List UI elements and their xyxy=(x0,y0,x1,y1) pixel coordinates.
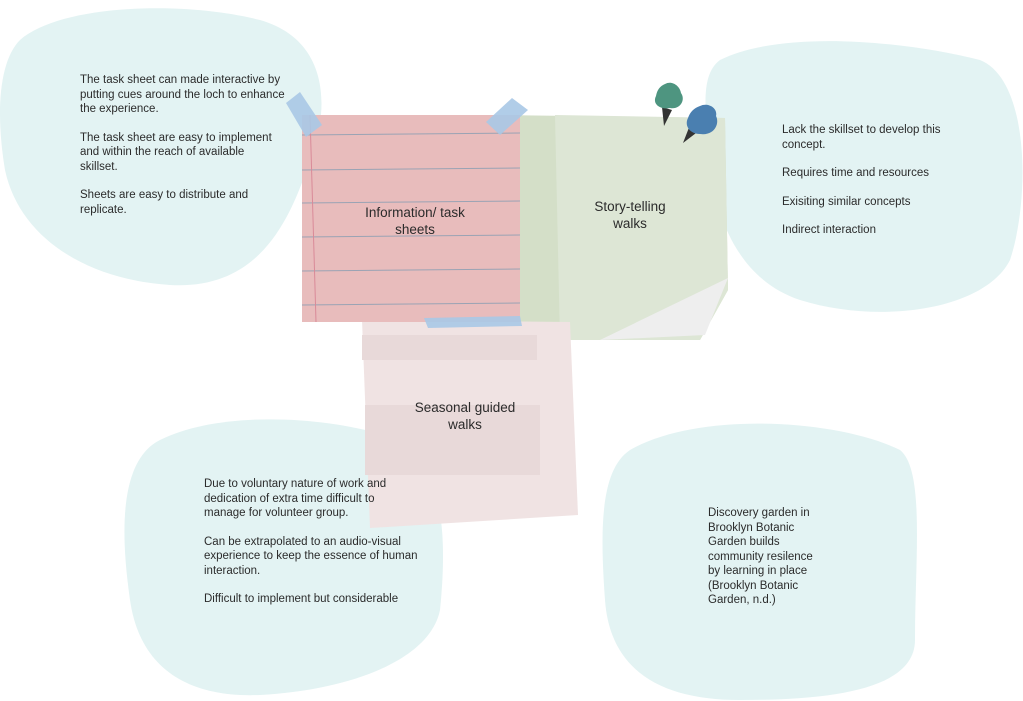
comment: Indirect interaction xyxy=(782,224,876,236)
comment: The task sheet are easy to implement and… xyxy=(80,131,272,173)
pin-blue-icon xyxy=(683,104,718,143)
tape-icon xyxy=(286,92,528,328)
note-seasonal[interactable] xyxy=(362,320,578,528)
blob-bottom-right-text: Discovery garden in Brooklyn Botanic Gar… xyxy=(708,506,828,622)
pin-green-icon xyxy=(654,82,683,126)
blob-bottom-left xyxy=(124,419,444,696)
blob-top-left-text: The task sheet can made interactive by p… xyxy=(80,73,285,231)
note-story-title: Story-telling walks xyxy=(594,199,666,231)
blob-bottom-right xyxy=(602,423,917,700)
comment: Sheets are easy to distribute and replic… xyxy=(80,189,249,216)
note-info[interactable] xyxy=(301,114,521,323)
comment: Difficult to implement but considerable xyxy=(204,593,399,605)
comment: The task sheet can made interactive by p… xyxy=(80,74,285,115)
comment: Exisiting similar concepts xyxy=(782,195,911,208)
blob-top-right-text: Lack the skillset to develop this concep… xyxy=(782,123,982,252)
comment: Requires time and resources xyxy=(782,167,930,179)
comment: Discovery garden in Brooklyn Botanic Gar… xyxy=(708,507,813,606)
comment: Can be extrapolated to an audio-visual e… xyxy=(204,535,418,577)
blob-top-left xyxy=(0,8,322,286)
blob-top-right xyxy=(705,41,1023,312)
note-info-title: Information/ task sheets xyxy=(365,205,465,237)
blob-bottom-left-text: Due to voluntary nature of work and dedi… xyxy=(204,477,419,621)
comment: Lack the skillset to develop this concep… xyxy=(782,124,941,151)
note-seasonal-title: Seasonal guided walks xyxy=(414,400,516,432)
comment: Due to voluntary nature of work and dedi… xyxy=(204,478,387,519)
note-story-telling[interactable] xyxy=(500,115,728,340)
